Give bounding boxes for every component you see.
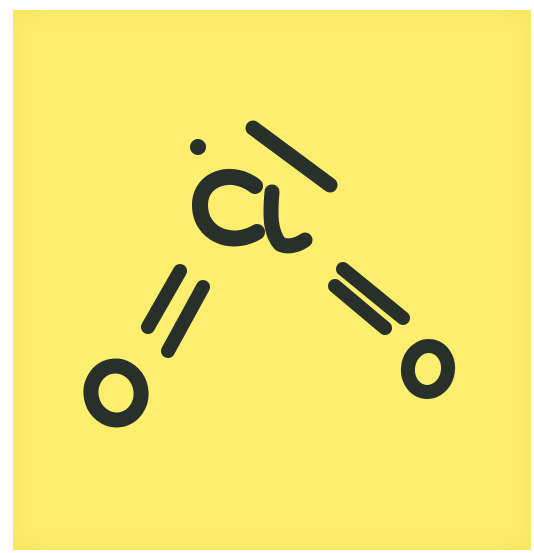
unpaired-electron-dot: [190, 139, 206, 155]
bond-line-left-2: [161, 280, 210, 358]
lone-pair-line: [245, 120, 338, 193]
double-bond-left: [141, 264, 210, 358]
bond-line-left-1: [141, 264, 187, 334]
sticky-note: [13, 10, 531, 550]
letter-l: [263, 184, 313, 254]
double-bond-right: [328, 262, 410, 335]
oxygen-atom-left: O: [83, 358, 149, 428]
chlorine-atom: Cl: [192, 169, 313, 254]
oxygen-right-label: O: [428, 368, 429, 370]
letter-o-left: [83, 358, 149, 428]
oxygen-atom-right: O: [400, 339, 456, 399]
oxygen-left-label: O: [116, 392, 117, 394]
bond-line-right-1: [336, 262, 410, 325]
chlorine-label: Cl: [240, 214, 242, 216]
bond-line-right-2: [328, 279, 392, 335]
letter-c: [192, 169, 265, 247]
letter-o-right: [400, 339, 456, 399]
